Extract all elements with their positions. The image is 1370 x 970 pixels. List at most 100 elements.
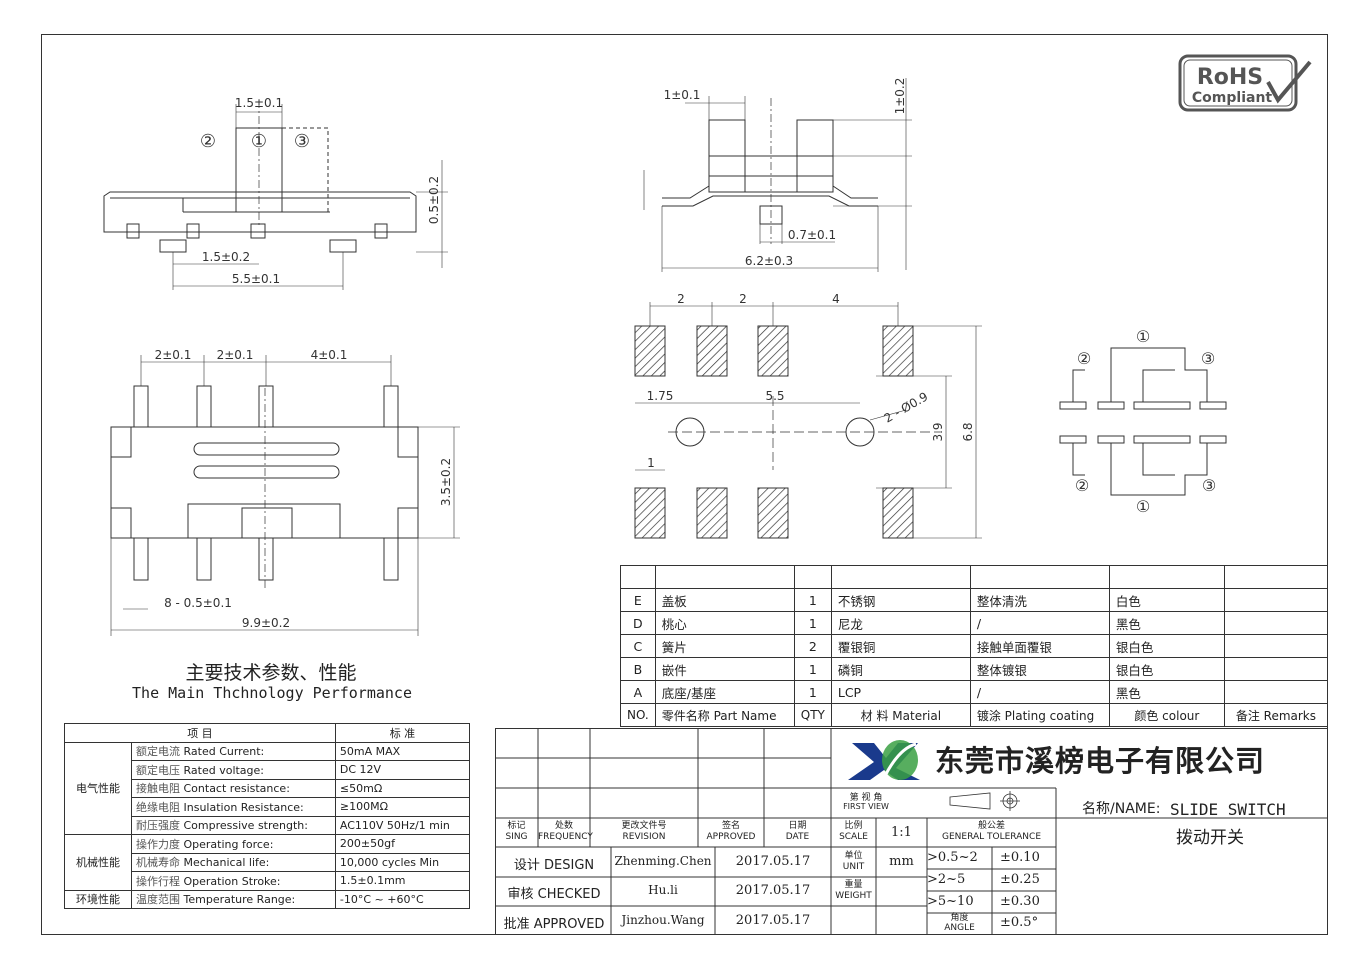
- tol-angle: ±0.5°: [1000, 915, 1039, 930]
- pcb-dim-mid: 5.5: [765, 389, 784, 403]
- unit-value: mm: [889, 854, 914, 869]
- pcb-dim-h1: 3.9: [931, 422, 945, 441]
- approved-name: Jinzhou.Wang: [621, 913, 705, 927]
- spec-group: 机械性能: [64, 834, 132, 891]
- spec-param: 额定电压 Rated voltage:: [131, 760, 336, 780]
- spec-table: 项 目 标 准 电气性能 额定电流 Rated Current: 50mA MA…: [64, 723, 471, 909]
- name-cn: 拨动开关: [1176, 828, 1244, 848]
- side-dim-pin: 0.7±0.1: [788, 228, 836, 242]
- pcb-dim-2: 2: [739, 292, 747, 306]
- top-view: [110, 355, 460, 636]
- tol-range: >5~10: [927, 894, 974, 909]
- front-pos-1: ①: [251, 131, 267, 152]
- sch-bl: ②: [1075, 476, 1089, 495]
- spec-value: ≥100MΩ: [334, 797, 471, 817]
- sch-br: ③: [1202, 476, 1216, 495]
- company-name: 东莞市溪榜电子有限公司: [935, 744, 1266, 778]
- front-pos-2: ②: [200, 131, 216, 152]
- title-grid: [495, 728, 1328, 935]
- sch-top: ①: [1136, 327, 1150, 346]
- spec-value: 200±50gf: [334, 834, 471, 854]
- top-dim-2: 2±0.1: [217, 348, 254, 362]
- design-name: Zhenming.Chen: [614, 854, 712, 868]
- spec-param: 接触电阻 Contact resistance:: [131, 778, 336, 798]
- spec-value: ≤50mΩ: [334, 778, 471, 798]
- spec-param: 温度范围 Temperature Range:: [131, 889, 336, 909]
- first-view-en: FIRST VIEW: [843, 802, 889, 811]
- rohs-line1: RoHS: [1197, 65, 1263, 90]
- front-view: [103, 100, 448, 290]
- schematic: [1059, 347, 1227, 496]
- side-view: [643, 78, 912, 272]
- side-dim-knob: 1±0.2: [893, 78, 907, 115]
- top-dim-3: 4±0.1: [311, 348, 348, 362]
- pcb-dim-pad: 1: [647, 456, 655, 470]
- spec-head-std: 标 准: [334, 723, 471, 743]
- pcb-dim-off: 1.75: [647, 389, 674, 403]
- pcb-dim-1: 2: [677, 292, 685, 306]
- design-date: 2017.05.17: [735, 854, 811, 869]
- spec-value: AC110V 50Hz/1 min: [334, 815, 471, 835]
- perf-title-en: The Main Thchnology Performance: [132, 684, 412, 702]
- spec-value: -10°C ~ +60°C: [334, 889, 471, 909]
- checked-date: 2017.05.17: [735, 883, 811, 898]
- tol-value: ±0.25: [1000, 872, 1040, 887]
- rohs-badge: [1178, 54, 1312, 112]
- spec-value: 50mA MAX: [334, 741, 471, 761]
- pcb-dim-hole: 2 - Ø0.9: [882, 389, 931, 425]
- tol-range: >0.5~2: [927, 850, 978, 865]
- front-dim-top: 1.5±0.1: [235, 96, 283, 110]
- approved-label: 批准 APPROVED: [503, 917, 605, 932]
- top-dim-height: 3.5±0.2: [439, 458, 453, 506]
- top-dim-pins: 8 - 0.5±0.1: [164, 596, 232, 610]
- checked-name: Hu.li: [648, 883, 678, 897]
- top-dim-length: 9.9±0.2: [242, 616, 290, 630]
- front-dim-pin: 1.5±0.2: [202, 250, 250, 264]
- spec-param: 绝缘电阻 Insulation Resistance:: [131, 797, 336, 817]
- tol-range: >2~5: [927, 872, 966, 887]
- front-dim-span: 5.5±0.1: [232, 272, 280, 286]
- spec-group: 电气性能: [64, 741, 132, 835]
- rohs-line2: Compliant: [1192, 90, 1273, 106]
- tol-value: ±0.30: [1000, 894, 1040, 909]
- sch-bottom: ①: [1136, 497, 1150, 516]
- first-view-symbol: [949, 791, 1020, 811]
- spec-param: 操作力度 Operating force:: [131, 834, 336, 854]
- scale-value: 1:1: [891, 825, 912, 840]
- pcb-dim-3: 4: [832, 292, 840, 306]
- design-label: 设计 DESIGN: [513, 858, 595, 873]
- spec-param: 机械寿命 Mechanical life:: [131, 852, 336, 872]
- top-dim-1: 2±0.1: [155, 348, 192, 362]
- sch-left: ②: [1077, 349, 1091, 368]
- spec-value: DC 12V: [334, 760, 471, 780]
- first-view-cn: 第 视 角: [849, 793, 883, 803]
- pcb-footprint: [634, 302, 982, 539]
- front-dim-height: 0.5±0.2: [427, 176, 441, 224]
- sch-right: ③: [1201, 349, 1215, 368]
- tol-value: ±0.10: [1000, 850, 1040, 865]
- spec-value: 1.5±0.1mm: [334, 871, 471, 891]
- spec-param: 操作行程 Operation Stroke:: [131, 871, 336, 891]
- checked-label: 审核 CHECKED: [507, 887, 601, 902]
- name-en: SLIDE SWITCH: [1170, 800, 1286, 819]
- title-block: [495, 728, 1328, 935]
- side-dim-width: 6.2±0.3: [745, 254, 793, 268]
- spec-param: 额定电流 Rated Current:: [131, 741, 336, 761]
- approved-date: 2017.05.17: [735, 913, 811, 928]
- name-label: 名称/NAME:: [1082, 801, 1161, 817]
